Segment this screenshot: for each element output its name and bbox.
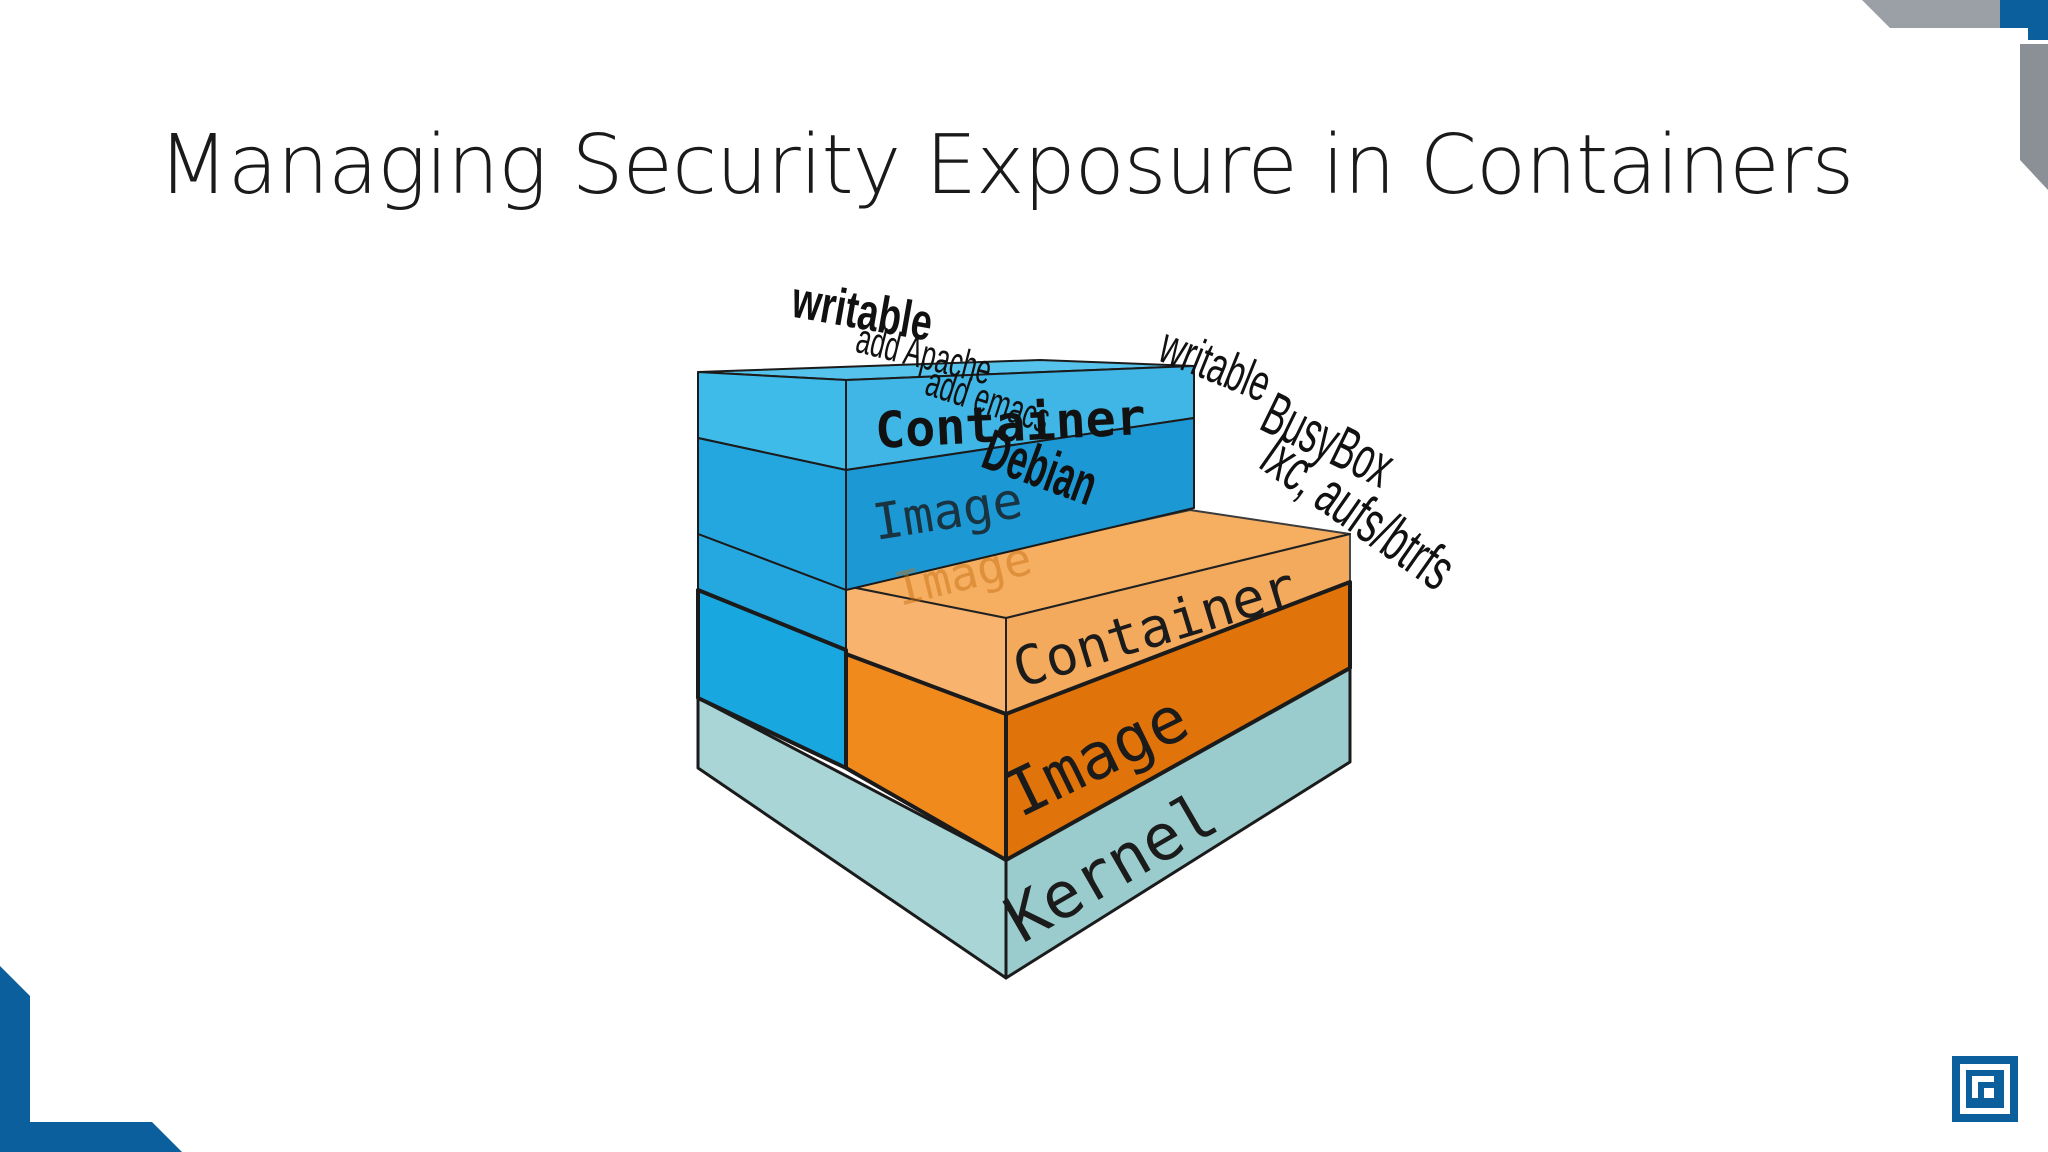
orange-image-right-face [1004, 580, 1352, 862]
label-container-blue: Container [874, 388, 1148, 460]
bottom-left-corner-bracket [0, 966, 182, 1152]
slide-title: Managing Security Exposure in Containers [158, 118, 1854, 213]
debian-left-face [696, 588, 848, 770]
app-logo-icon [1952, 1056, 2018, 1122]
top-right-corner-bracket [1862, 0, 2048, 190]
